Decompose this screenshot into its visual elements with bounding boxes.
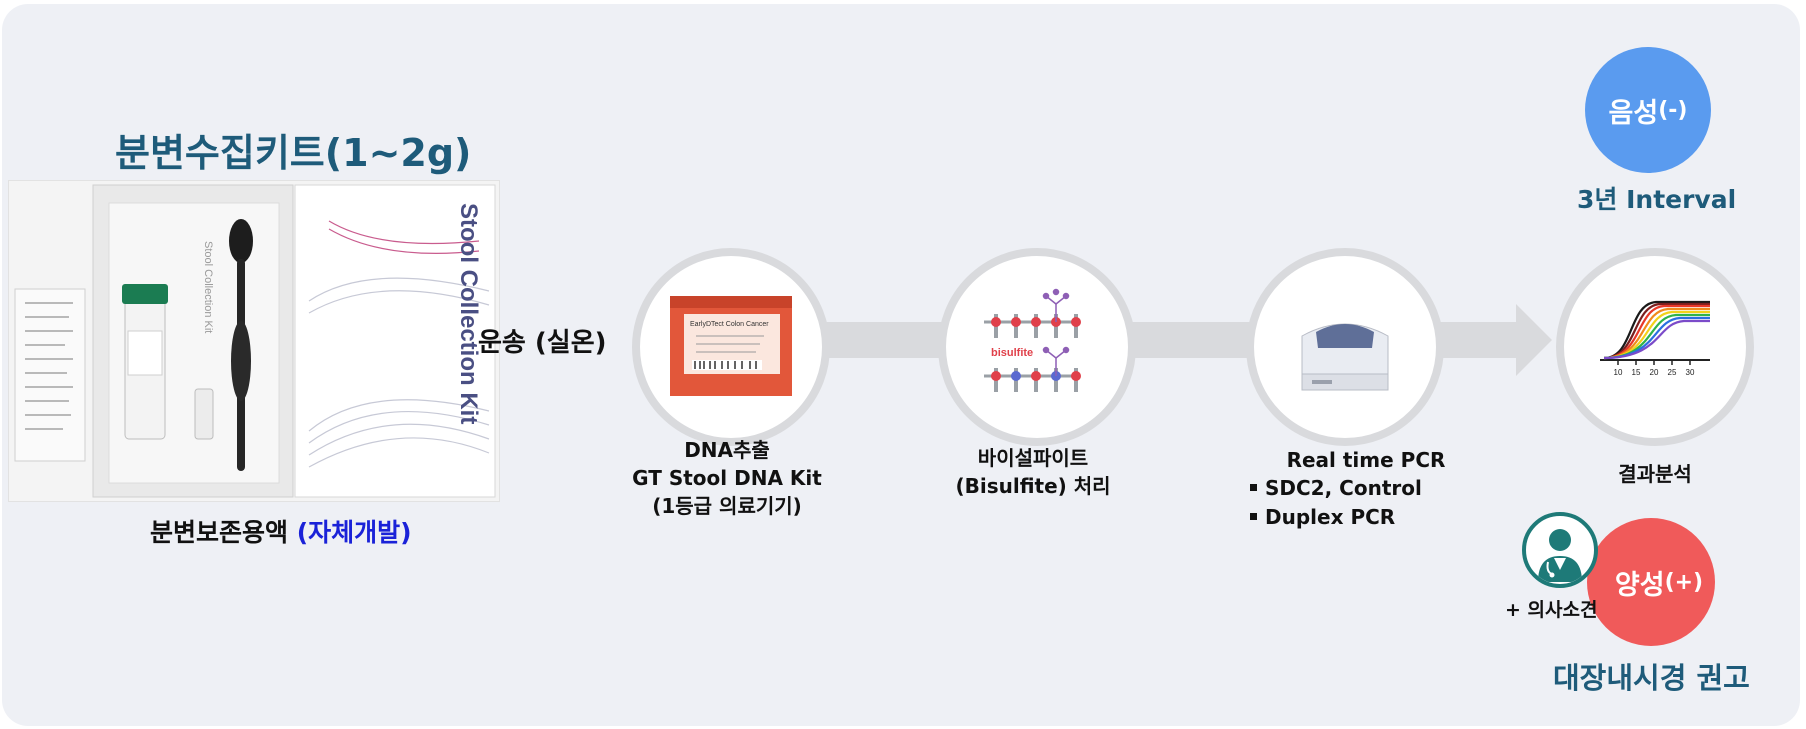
axis-tick-label: 25 xyxy=(1668,368,1677,377)
transport-label: 운송 (실온) xyxy=(478,328,607,358)
negative-outcome-badge: 음성(-) xyxy=(1585,47,1711,173)
bullet-square-icon xyxy=(1250,513,1257,520)
step-dna-circle: EarlyDTect Colon Cancer xyxy=(632,248,830,446)
amplification-curve-icon: 10 15 20 25 30 xyxy=(1600,300,1710,377)
step-dna-label: DNA추출 GT Stool DNA Kit (1등급 의료기기) xyxy=(622,436,832,520)
kit-illustration: Stool Collection Kit Stool Collection Ki… xyxy=(14,184,496,498)
negative-interval-note: 3년 Interval xyxy=(1577,185,1737,214)
step-result-label: 결과분석 xyxy=(1618,462,1692,486)
step-result-circle: 10 15 20 25 30 xyxy=(1556,248,1754,446)
step-pcr-title: Real time PCR xyxy=(1286,448,1446,472)
step-dna-label-line1: DNA추출 xyxy=(684,438,770,462)
bullet-square-icon xyxy=(1250,484,1257,491)
list-item: Duplex PCR xyxy=(1250,503,1422,532)
step-bisulfite-circle: bisulfite xyxy=(938,248,1136,446)
step-bisulfite-label-line2: (Bisulfite) 처리 xyxy=(955,474,1111,498)
step-bisulfite-label: 바이설파이트 (Bisulfite) 처리 xyxy=(928,444,1138,500)
colonoscopy-recommend: 대장내시경 권고 xyxy=(1553,661,1750,695)
bisulfite-icon: bisulfite xyxy=(984,288,1081,392)
kit-caption-main: 분변보존용액 xyxy=(150,518,297,547)
list-item: SDC2, Control xyxy=(1250,474,1422,503)
doctor-figure xyxy=(1538,529,1582,582)
kit-title: 분변수집키트(1~2g) xyxy=(115,131,472,175)
doctor-opinion-note: + 의사소견 xyxy=(1505,599,1598,621)
step-pcr-bullet-2: Duplex PCR xyxy=(1265,505,1396,529)
step-bisulfite-label-line1: 바이설파이트 xyxy=(977,446,1089,470)
step-pcr-circle xyxy=(1246,248,1444,446)
negative-sign: (-) xyxy=(1658,97,1688,123)
kit-box-inner-text: Stool Collection Kit xyxy=(202,241,214,333)
step-dna-label-line2: GT Stool DNA Kit xyxy=(632,466,822,490)
positive-sign: (+) xyxy=(1664,569,1704,595)
positive-outcome-badge: 양성(+) xyxy=(1587,518,1715,646)
kit-caption-highlight: (자체개발) xyxy=(296,518,412,547)
step-pcr-bullet-1: SDC2, Control xyxy=(1265,476,1422,500)
axis-tick-label: 20 xyxy=(1650,368,1659,377)
dna-kit-box-text: EarlyDTect Colon Cancer xyxy=(690,321,769,328)
bisulfite-graphic-text: bisulfite xyxy=(991,347,1033,359)
axis-tick-label: 30 xyxy=(1686,368,1695,377)
negative-label: 음성 xyxy=(1608,97,1659,129)
step-dna-label-line3: (1등급 의료기기) xyxy=(652,494,802,518)
axis-tick-label: 10 xyxy=(1614,368,1623,377)
kit-box-brand-text: Stool Collection Kit xyxy=(455,203,482,424)
step-pcr-bullets: SDC2, Control Duplex PCR xyxy=(1250,474,1422,532)
kit-caption: 분변보존용액 (자체개발) xyxy=(150,513,412,549)
positive-label: 양성 xyxy=(1614,569,1665,601)
axis-tick-label: 15 xyxy=(1632,368,1641,377)
dna-kit-box-icon: EarlyDTect Colon Cancer xyxy=(670,296,792,396)
kit-photo: Stool Collection Kit Stool Collection Ki… xyxy=(8,180,500,502)
doctor-icon xyxy=(1522,512,1598,588)
pcr-machine-icon xyxy=(1301,323,1389,391)
